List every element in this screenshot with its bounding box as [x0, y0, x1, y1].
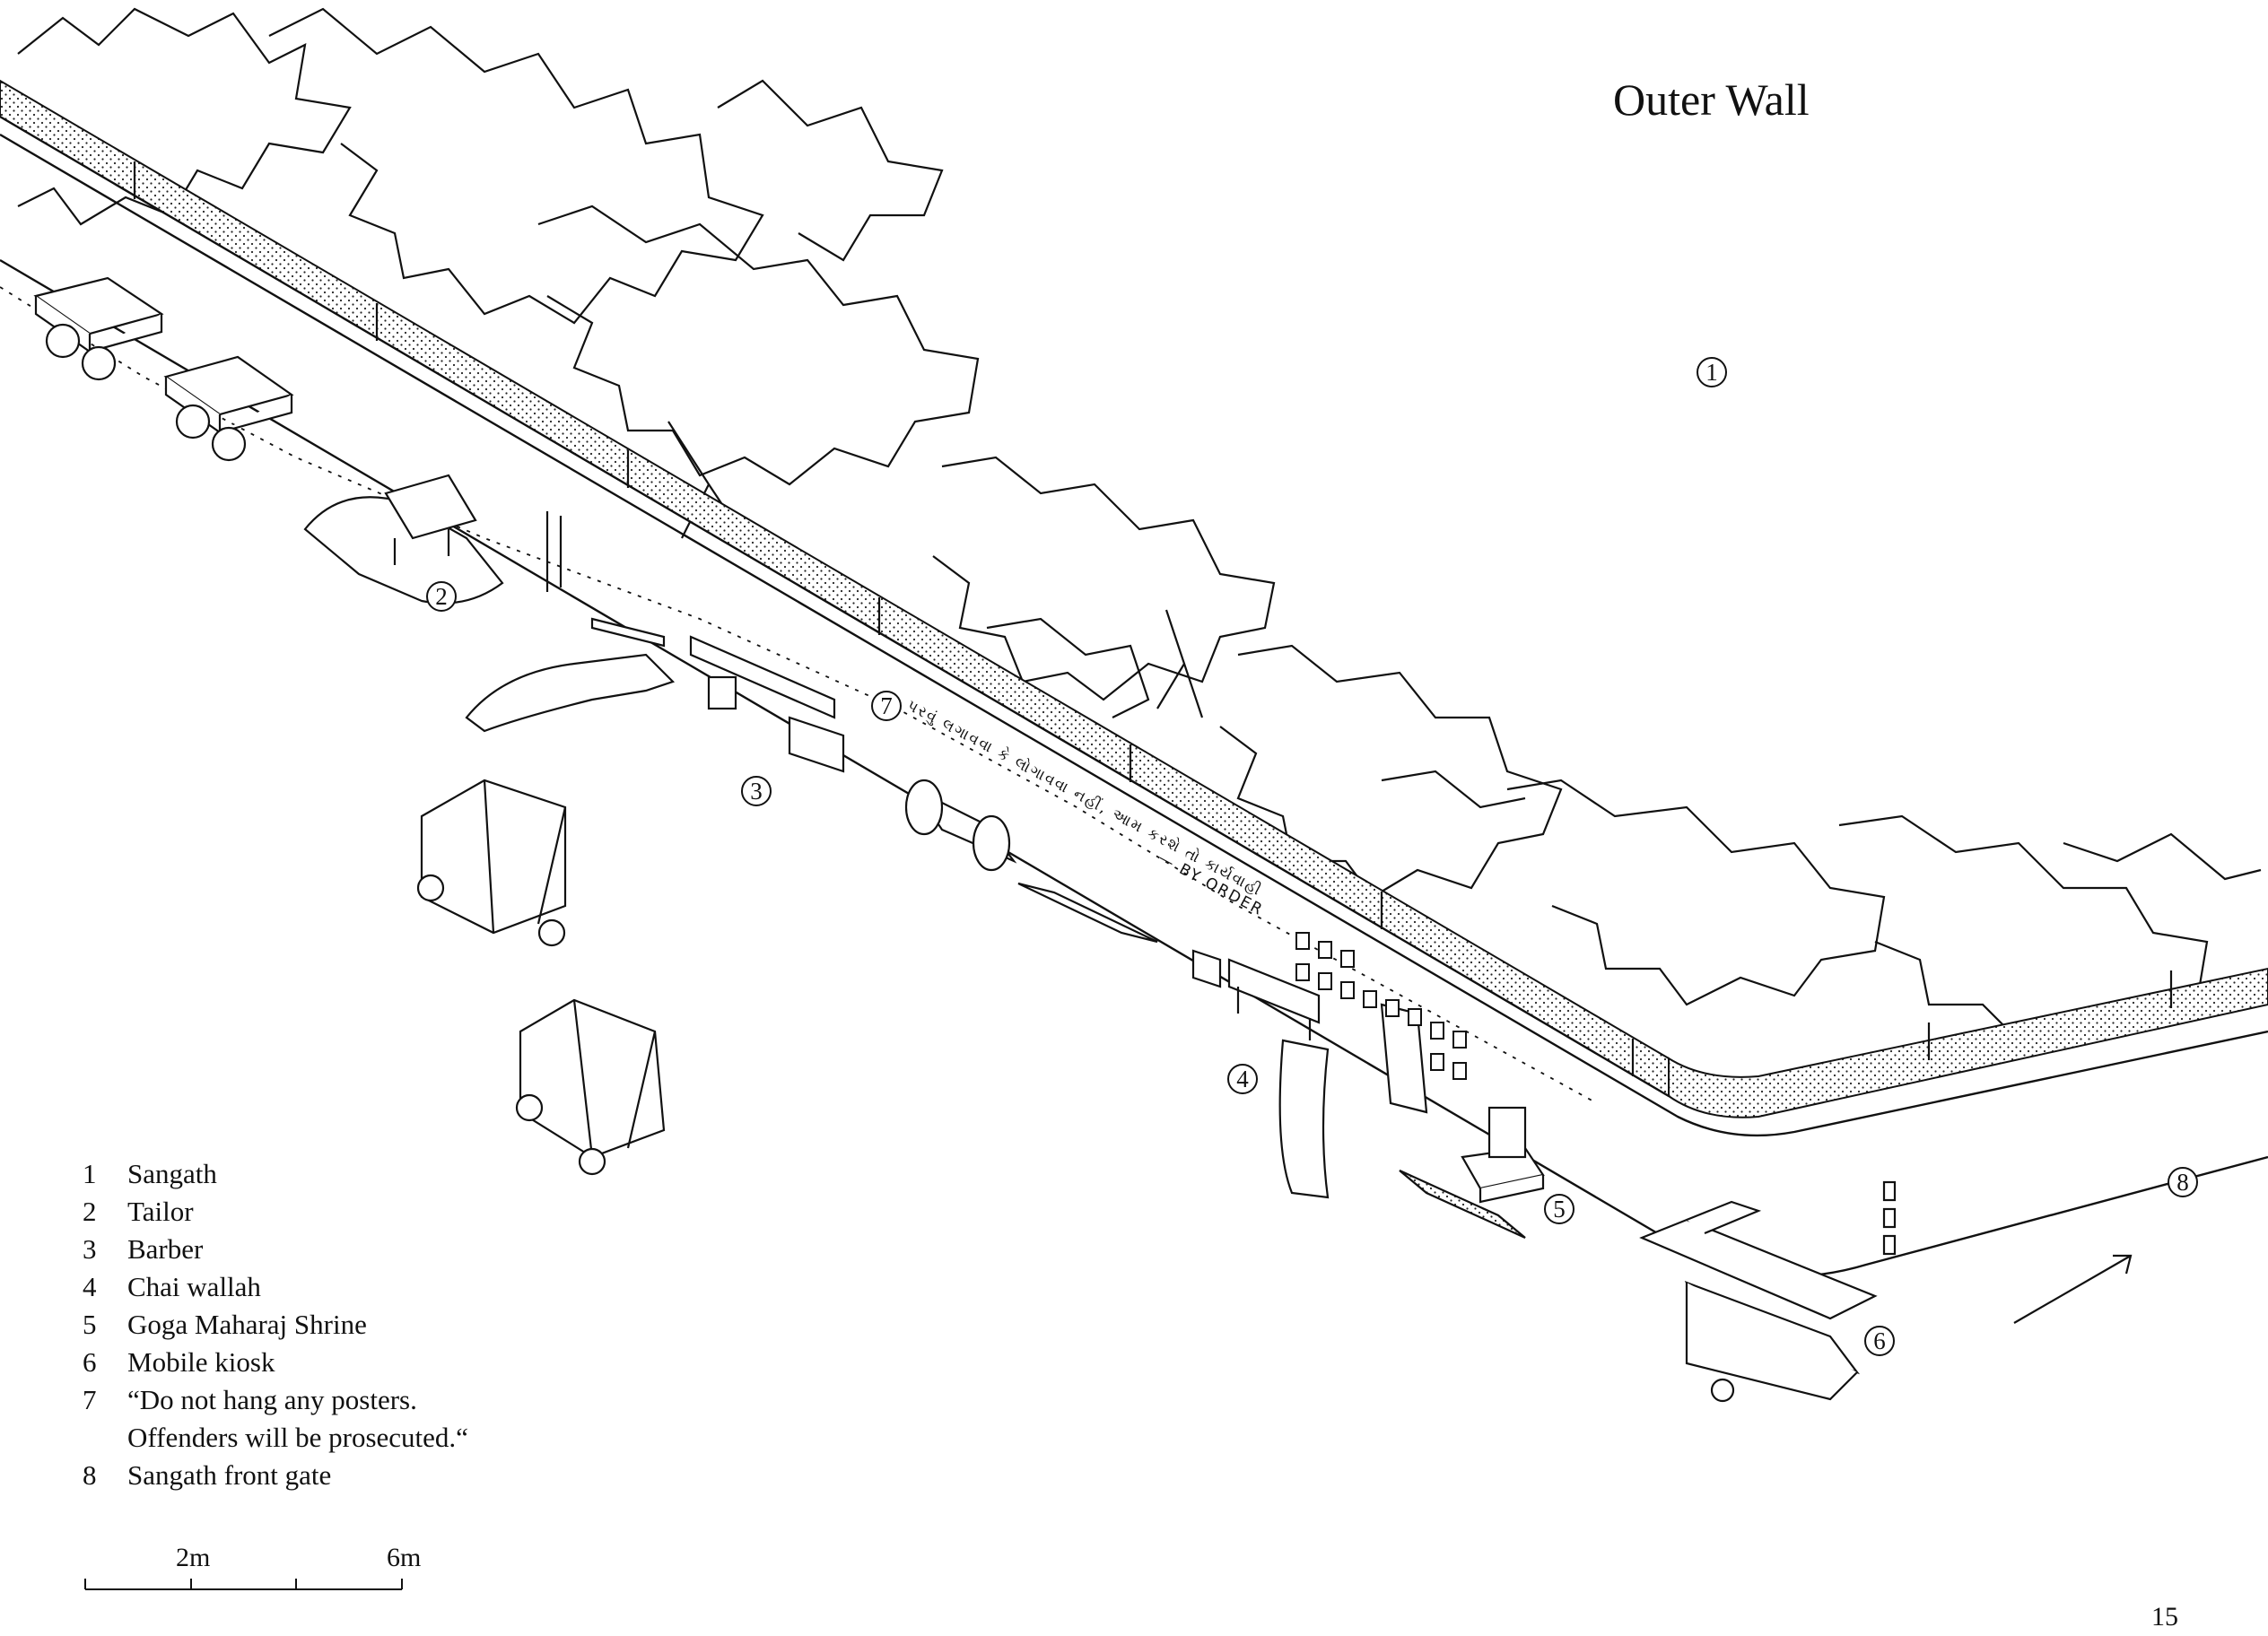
goga-maharaj-shrine	[1399, 1106, 1545, 1240]
gate-posts	[1882, 1180, 1897, 1256]
marker-2: 2	[426, 581, 457, 612]
scale-label-2m: 2m	[176, 1543, 211, 1572]
pipe-and-planks	[904, 779, 1158, 944]
page-title: Outer Wall	[1613, 74, 1810, 125]
poster-grid	[1295, 932, 1467, 1080]
marker-8: 8	[2168, 1167, 2198, 1197]
auto-rickshaw-1	[416, 779, 567, 947]
handcart-2	[163, 355, 294, 462]
svg-text:7: 7	[880, 692, 893, 719]
marker-4: 4	[1227, 1064, 1258, 1094]
marker-6: 6	[1864, 1326, 1895, 1356]
barber-station	[590, 617, 845, 773]
svg-text:3: 3	[750, 778, 763, 805]
svg-text:6: 6	[1873, 1327, 1886, 1354]
auto-rickshaw-2	[515, 998, 666, 1176]
fence	[0, 79, 2268, 1118]
marker-3: 3	[741, 776, 772, 806]
fallen-branch	[465, 653, 676, 733]
page-number: 15	[2151, 1602, 2178, 1632]
marker-7: 7	[871, 691, 902, 721]
chai-wallah-stall	[1191, 949, 1428, 1199]
mobile-kiosk	[1639, 1200, 1878, 1403]
svg-text:8: 8	[2176, 1169, 2189, 1196]
scale-bar	[84, 1579, 403, 1590]
handcart-1	[33, 276, 164, 381]
marker-1: 1	[1697, 357, 1727, 387]
scale-label-6m: 6m	[387, 1543, 422, 1572]
fence-posts	[133, 161, 2173, 1076]
legend-item: 7“Do not hang any posters.	[83, 1384, 417, 1415]
svg-text:5: 5	[1553, 1196, 1566, 1223]
tailor-stall	[303, 474, 563, 605]
legend-item-continuation: Offenders will be prosecuted.“	[127, 1422, 468, 1453]
direction-arrow-icon	[2013, 1254, 2133, 1324]
svg-text:1: 1	[1705, 359, 1718, 386]
marker-5: 5	[1544, 1194, 1575, 1224]
svg-text:2: 2	[435, 583, 448, 610]
svg-text:4: 4	[1236, 1066, 1249, 1092]
